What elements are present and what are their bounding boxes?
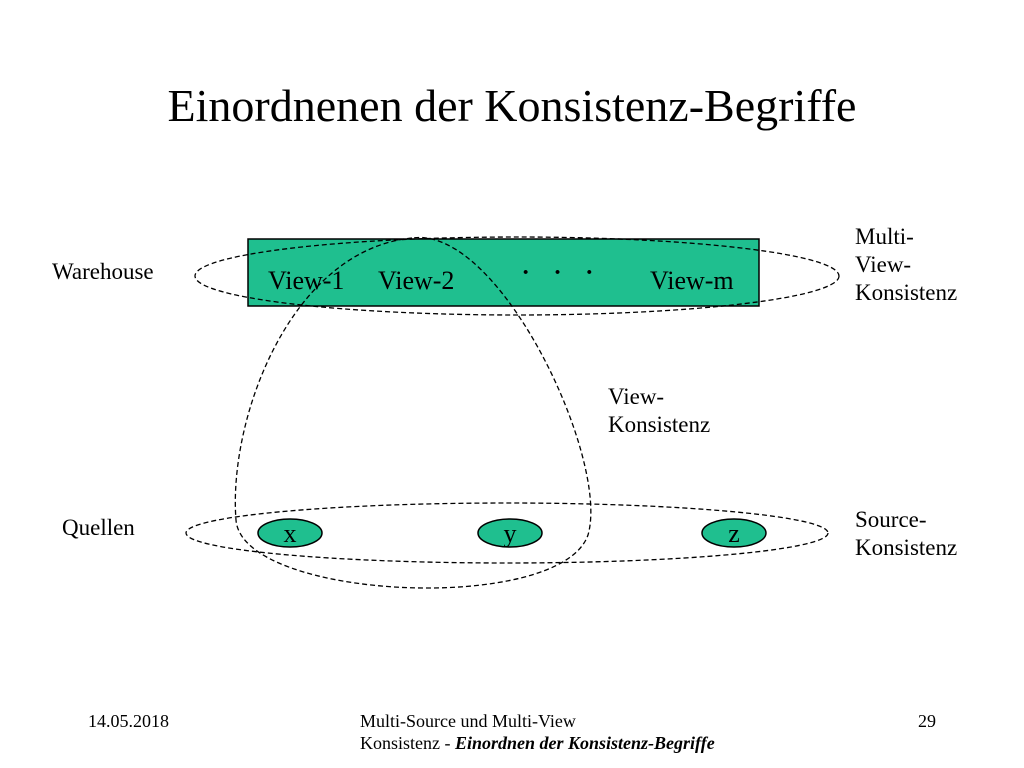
view-1-label: View-1 [268, 266, 345, 295]
source-node-x [257, 518, 323, 548]
slide-title: Einordnenen der Konsistenz-Begriffe [167, 80, 857, 131]
view-consistency-label: View- Konsistenz [608, 383, 710, 439]
footer-title-line-2: Konsistenz - Einordnen der Konsistenz-Be… [360, 732, 715, 754]
multi-view-line-1: Multi- [855, 224, 914, 249]
multi-view-line-3: Konsistenz [855, 280, 958, 305]
node-y-label: y [503, 519, 517, 548]
node-x-label: x [283, 519, 297, 548]
warehouse-label: Warehouse [52, 259, 154, 284]
footer-title-line-1: Multi-Source und Multi-View [360, 711, 576, 731]
footer-date: 14.05.2018 [88, 711, 169, 731]
source-ellipse [185, 502, 829, 564]
source-consistency-line-2: Konsistenz [855, 535, 958, 560]
multi-view-consistency-label: Multi- View- Konsistenz [855, 223, 957, 307]
footer-title: Multi-Source und Multi-View Konsistenz -… [360, 710, 715, 754]
source-node-z [701, 518, 767, 548]
quellen-label: Quellen [62, 515, 135, 540]
source-consistency-label: Source- Konsistenz [855, 506, 957, 562]
footer-title-plain: Konsistenz - [360, 733, 455, 753]
view-m-label: View-m [650, 266, 734, 295]
page-number: 29 [918, 711, 936, 731]
view-consistency-shape [234, 237, 592, 589]
source-consistency-line-1: Source- [855, 507, 927, 532]
view-consistency-line-2: Konsistenz [608, 412, 711, 437]
views-ellipsis: · · · [520, 254, 601, 291]
multi-view-ellipse [194, 236, 840, 316]
multi-view-line-2: View- [855, 252, 912, 277]
source-node-y [477, 518, 543, 548]
view-2-label: View-2 [378, 266, 455, 295]
view-consistency-line-1: View- [608, 384, 665, 409]
node-z-label: z [728, 519, 740, 548]
warehouse-box [247, 238, 760, 307]
footer-title-emphasis: Einordnen der Konsistenz-Begriffe [454, 733, 715, 753]
